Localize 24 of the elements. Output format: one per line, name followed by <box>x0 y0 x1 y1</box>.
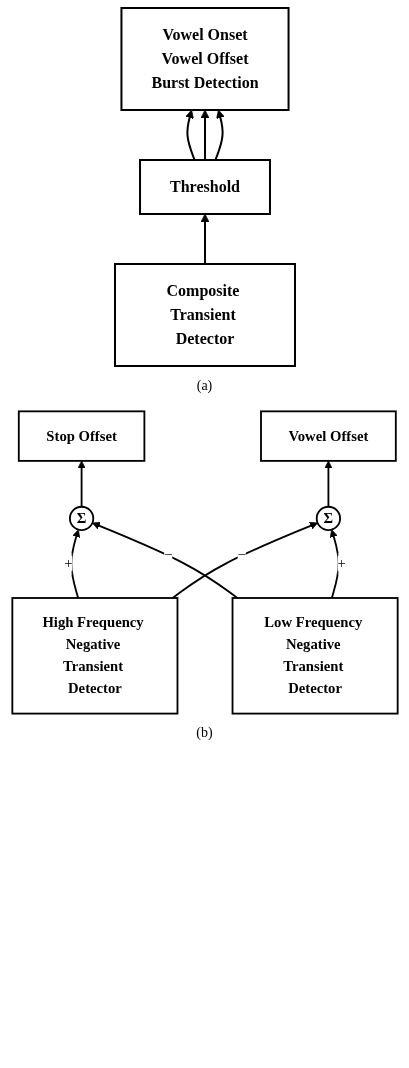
panel-label: (a) <box>196 378 213 394</box>
arrow <box>200 109 209 161</box>
edge-label: + <box>63 555 72 572</box>
arrow <box>77 460 86 508</box>
edge-label: − <box>237 546 246 562</box>
node-box: Vowel Onset Vowel Offset Burst Detection <box>119 7 290 111</box>
edge-label: − <box>163 546 172 562</box>
arrow <box>213 109 225 161</box>
node-circle: Σ <box>315 505 341 532</box>
arrow <box>70 529 80 599</box>
arrow <box>184 109 196 161</box>
arrow <box>171 521 318 599</box>
panel-label: (b) <box>196 724 213 741</box>
node-box: Low Frequency Negative Transient Detector <box>231 597 399 715</box>
node-box: High Frequency Negative Transient Detector <box>10 597 178 715</box>
node-box: Vowel Offset <box>259 410 397 462</box>
edge-label: + <box>337 555 346 572</box>
arrow <box>91 521 238 599</box>
node-box: Threshold <box>138 159 271 215</box>
node-box: Stop Offset <box>17 410 145 462</box>
arrow <box>323 460 332 508</box>
arrow <box>200 213 209 265</box>
node-box: Composite Transient Detector <box>113 263 296 367</box>
node-circle: Σ <box>68 505 94 532</box>
